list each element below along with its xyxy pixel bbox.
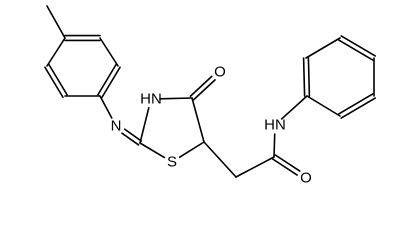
single-bond [203,141,237,178]
double-bond-line [271,158,298,176]
single-bond [306,95,341,117]
structure-diagram: N HN O S O HN [44,5,377,187]
single-bond [273,133,276,158]
double-bond-line [192,79,216,101]
double-bond-line [121,132,140,146]
single-bond [280,95,308,120]
atom-label-ring-n3: HN [140,91,162,108]
double-bond-line [307,57,311,97]
double-bond-line [340,35,377,57]
double-bond-line [48,63,68,96]
single-bond [139,142,166,159]
bond-layer [44,5,377,178]
double-bond-line [97,63,117,96]
atom-label-layer: N HN O S O HN [111,64,312,187]
atom-label-amide-n: HN [264,117,286,134]
double-bond-line [274,154,301,172]
double-bond-line [302,57,306,97]
single-bond [159,97,193,100]
single-bond [178,141,205,159]
molecule-drawing: N HN O S O HN [44,5,377,187]
double-bond-line [123,128,143,142]
double-bond-line [340,97,377,119]
single-bond [99,95,113,119]
double-bond-line [101,66,121,99]
atom-label-imine-n: N [111,118,122,135]
single-bond [191,97,205,143]
single-bond [46,37,66,67]
single-bond [305,37,341,59]
double-bond-line [337,39,374,61]
single-bond [139,106,150,144]
single-bond [46,5,66,39]
double-bond-line [337,93,374,115]
atom-label-amide-o: O [300,170,312,187]
single-bond [235,156,275,178]
atom-label-ring-s1: S [167,154,177,171]
double-bond-line [44,66,64,99]
double-bond-line [189,75,213,98]
single-bond [99,37,119,67]
atom-label-keto-o: O [214,64,226,81]
